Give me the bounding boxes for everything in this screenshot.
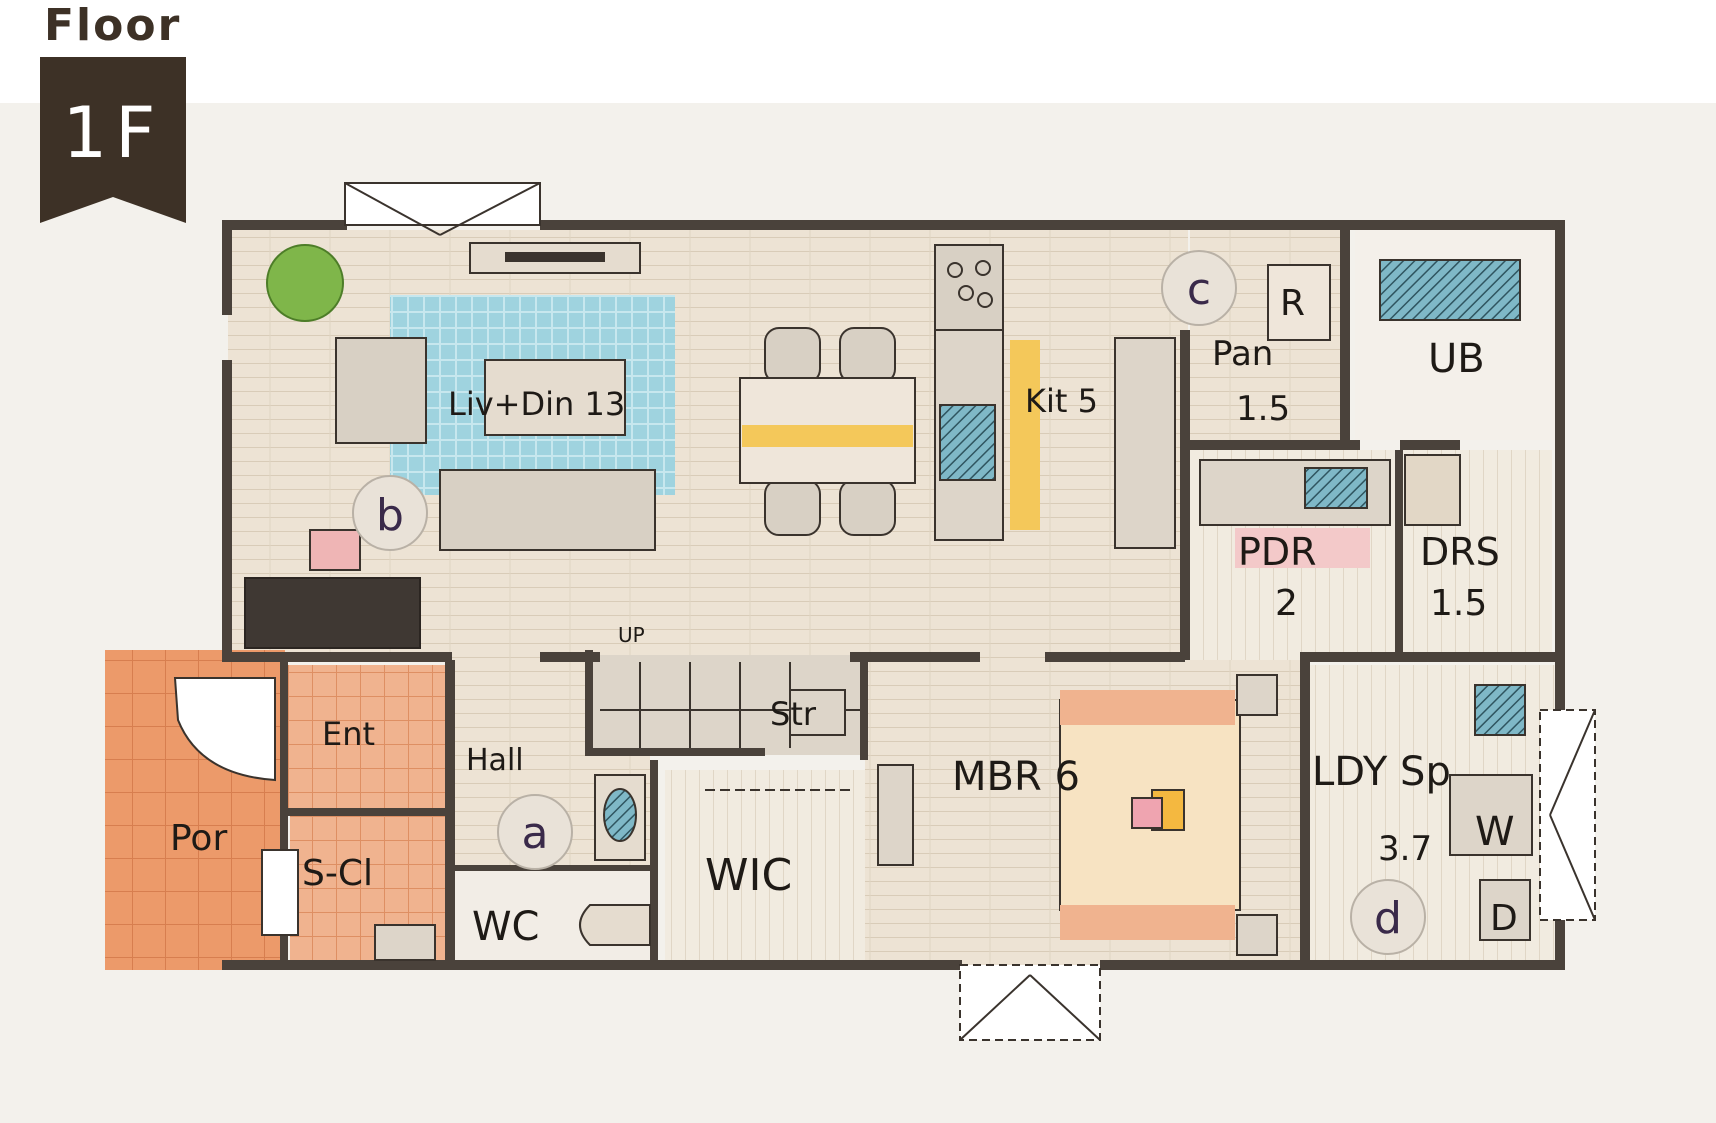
washer-box bbox=[1449, 774, 1533, 856]
floor-number: 1F bbox=[62, 92, 164, 174]
marker-b-text: b bbox=[376, 490, 404, 541]
dining-chairs bbox=[764, 327, 896, 536]
sink bbox=[939, 404, 996, 481]
label-porch: Por bbox=[170, 818, 227, 859]
label-hall: Hall bbox=[466, 743, 524, 778]
tv-icon bbox=[505, 252, 605, 262]
fridge bbox=[1267, 264, 1331, 341]
bed-rug-top bbox=[1060, 690, 1235, 725]
vanity-sink bbox=[1304, 467, 1368, 509]
bedside-lamp-bottom bbox=[1236, 914, 1278, 956]
dryer-box bbox=[1479, 879, 1531, 941]
laundry-sink bbox=[1474, 684, 1526, 736]
label-powder-room: PDR bbox=[1238, 530, 1317, 574]
marker-a: a bbox=[497, 794, 573, 870]
label-washer: W bbox=[1475, 809, 1515, 855]
pink-stool bbox=[309, 529, 361, 571]
label-laundry-size: 3.7 bbox=[1378, 829, 1432, 869]
floor-badge bbox=[40, 57, 186, 223]
sofa-bottom bbox=[439, 469, 656, 551]
label-refrigerator: R bbox=[1280, 283, 1305, 324]
bed-rug-bottom bbox=[1060, 905, 1235, 940]
label-shoe-closet: S-Cl bbox=[302, 853, 373, 894]
coffee-table bbox=[484, 359, 626, 436]
label-stairs: Str bbox=[770, 695, 817, 733]
plant-icon bbox=[266, 244, 344, 322]
wic-shelf bbox=[877, 764, 914, 866]
label-laundry-space: LDY Sp bbox=[1312, 749, 1451, 795]
walls bbox=[222, 220, 1565, 970]
basin-bowl bbox=[603, 788, 637, 842]
wic-floor bbox=[665, 770, 865, 965]
pillow-pink bbox=[1131, 797, 1163, 829]
label-entrance: Ent bbox=[322, 715, 375, 753]
marker-c: c bbox=[1161, 250, 1237, 326]
bathtub bbox=[1379, 259, 1521, 321]
label-toilet: WC bbox=[472, 904, 539, 950]
marker-a-text: a bbox=[522, 808, 549, 859]
entrance-floor bbox=[285, 665, 445, 810]
tv-cabinet bbox=[244, 577, 421, 649]
label-pantry-size: 1.5 bbox=[1236, 389, 1290, 429]
label-bath: UB bbox=[1428, 336, 1485, 382]
burner-icons bbox=[947, 260, 993, 308]
floor-label: Floor bbox=[44, 0, 182, 51]
drs-basket bbox=[1404, 454, 1461, 526]
sofa-left bbox=[335, 337, 427, 444]
label-walk-in-closet: WIC bbox=[705, 850, 792, 901]
kitchen-mat bbox=[1010, 340, 1040, 530]
marker-d: d bbox=[1350, 879, 1426, 955]
table-runner bbox=[742, 425, 913, 447]
entry-bench bbox=[261, 849, 299, 936]
windows bbox=[344, 182, 1596, 1041]
marker-d-text: d bbox=[1374, 893, 1402, 944]
label-dressing-room: DRS bbox=[1420, 530, 1500, 574]
label-dryer: D bbox=[1490, 898, 1518, 939]
label-dressing-room-size: 1.5 bbox=[1430, 583, 1487, 624]
label-master-bedroom: MBR 6 bbox=[952, 754, 1080, 800]
bedside-lamp-top bbox=[1236, 674, 1278, 716]
label-pantry: Pan bbox=[1212, 334, 1273, 374]
marker-b: b bbox=[352, 475, 428, 551]
marker-c-text: c bbox=[1187, 264, 1211, 315]
label-kitchen: Kit 5 bbox=[1025, 382, 1098, 420]
label-stairs-up: UP bbox=[618, 623, 645, 647]
shoe-rack bbox=[374, 924, 436, 961]
toilet-icon bbox=[579, 904, 651, 946]
pdr-mat bbox=[1235, 528, 1370, 568]
stair-storage bbox=[789, 689, 846, 736]
back-cupboard bbox=[1114, 337, 1176, 549]
genkan-step bbox=[173, 677, 276, 782]
label-living-dining: Liv+Din 13 bbox=[448, 385, 625, 423]
label-powder-room-size: 2 bbox=[1275, 583, 1298, 624]
